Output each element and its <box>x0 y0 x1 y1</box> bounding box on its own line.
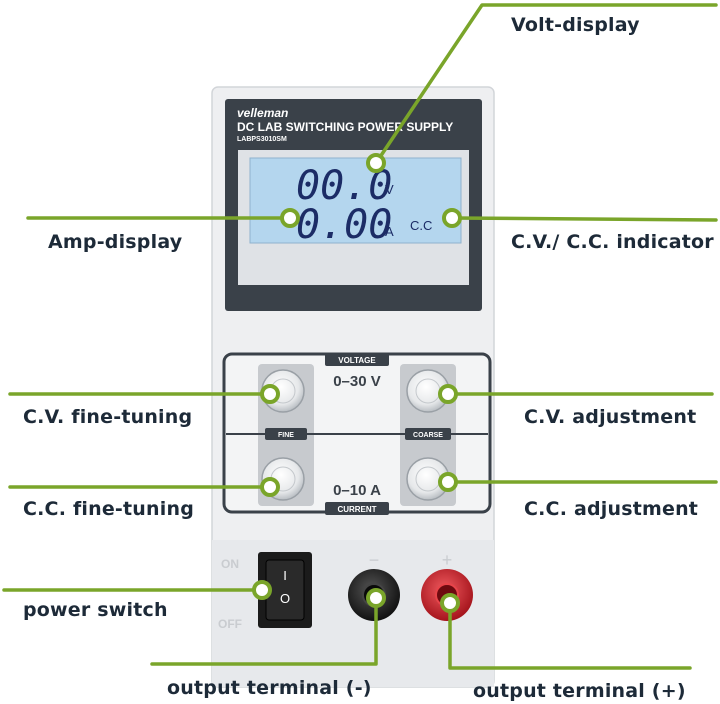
marker-cc-fine <box>260 477 280 497</box>
marker-cv-adjust <box>438 384 458 404</box>
switch-off-label: OFF <box>218 617 242 631</box>
label-cv-cc-indicator: C.V./ C.C. indicator <box>511 231 714 253</box>
minus-symbol: − <box>369 550 380 570</box>
current-reading: 0.00 <box>296 202 392 248</box>
coarse-tag-bg <box>405 428 451 440</box>
marker-output-minus <box>366 588 386 608</box>
voltage-tag-bg <box>325 353 389 366</box>
marker-output-plus <box>440 593 460 613</box>
plus-symbol: + <box>442 550 453 570</box>
current-tag: CURRENT <box>337 505 376 514</box>
fine-tag-bg <box>265 428 307 440</box>
current-range: 0–10 A <box>333 482 381 499</box>
voltage-unit: V <box>385 182 394 197</box>
marker-power-switch <box>252 580 272 600</box>
label-cc-adjust: C.C. adjustment <box>524 498 699 520</box>
brand-logo: velleman <box>237 106 288 120</box>
label-volt-display: Volt-display <box>511 14 640 36</box>
label-power-switch: power switch <box>23 599 168 621</box>
label-cv-fine: C.V. fine-tuning <box>23 406 193 428</box>
lcd-screen <box>249 157 462 244</box>
voltage-range: 0–30 V <box>333 373 381 390</box>
coarse-tag: COARSE <box>413 432 443 439</box>
label-output-plus: output terminal (+) <box>473 680 686 702</box>
device-title: DC LAB SWITCHING POWER SUPPLY <box>237 120 453 134</box>
leader-output-minus <box>150 596 378 666</box>
marker-cc-adjust <box>438 472 458 492</box>
power-switch[interactable] <box>258 552 312 628</box>
marker-cv-fine <box>260 384 280 404</box>
label-amp-display: Amp-display <box>48 231 183 253</box>
marker-cv-cc-indicator <box>442 208 462 228</box>
label-output-minus: output terminal (-) <box>167 677 372 699</box>
marker-volt-display <box>366 153 386 173</box>
switch-on-symbol: I <box>283 568 287 583</box>
current-tag-bg <box>325 502 389 515</box>
device-model: LABPS3010SM <box>237 136 287 143</box>
label-cv-adjust: C.V. adjustment <box>524 406 697 428</box>
mode-indicator: C.C <box>410 218 432 233</box>
leader-volt-display <box>374 3 718 165</box>
leader-output-plus <box>448 601 692 670</box>
switch-on-label: ON <box>221 557 239 571</box>
label-cc-fine: C.C. fine-tuning <box>23 498 194 520</box>
leader-cv-cc-indicator <box>450 216 718 222</box>
voltage-tag: VOLTAGE <box>338 356 376 365</box>
switch-off-symbol: O <box>280 591 290 606</box>
fine-tag: FINE <box>278 432 294 439</box>
current-unit: A <box>385 224 394 239</box>
marker-amp-display <box>280 208 300 228</box>
